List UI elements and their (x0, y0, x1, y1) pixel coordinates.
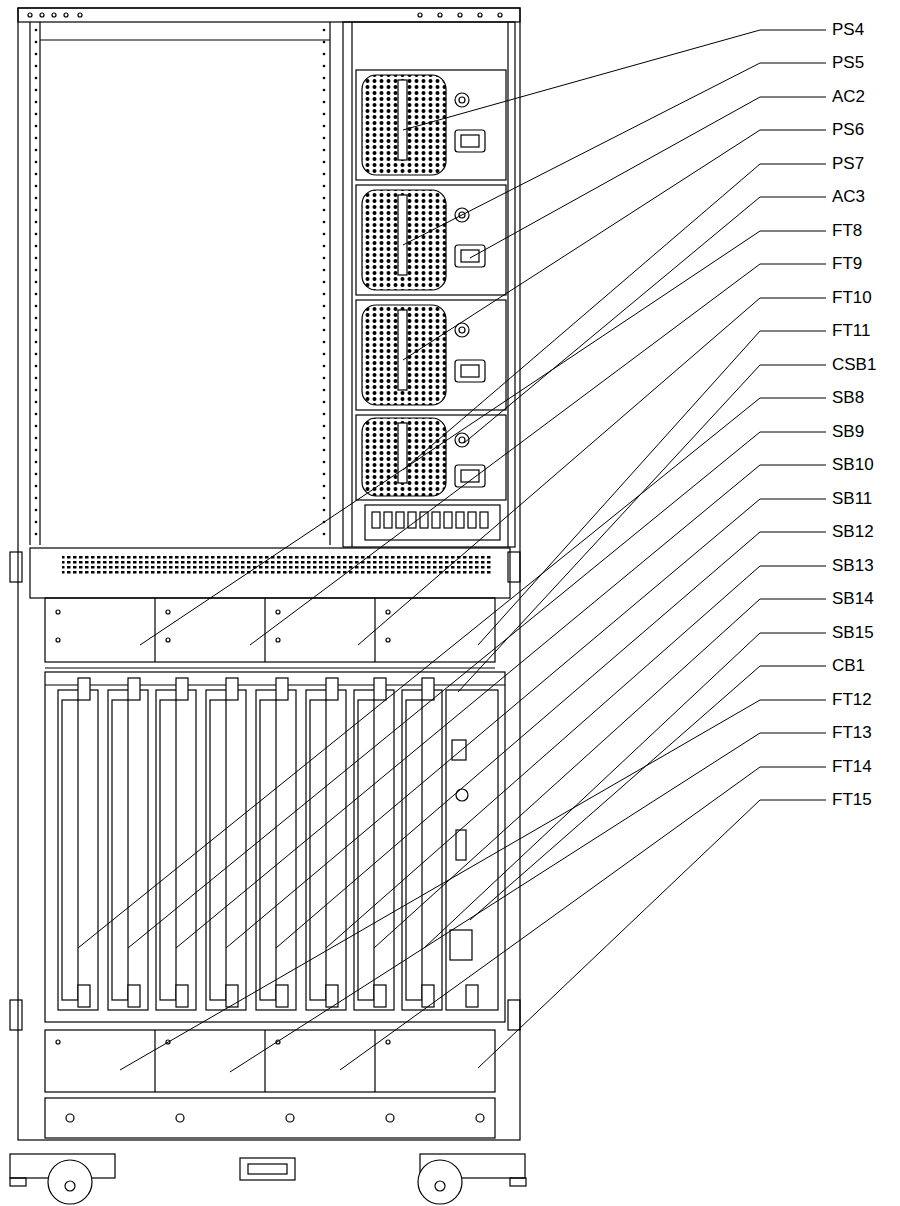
callout-label: SB15 (831, 622, 875, 644)
callout-label: SB12 (831, 521, 875, 543)
callout-label: SB8 (831, 387, 865, 409)
callout-label: SB14 (831, 588, 875, 610)
callout-label: SB10 (831, 454, 875, 476)
callout-label: PS5 (831, 52, 865, 74)
callout-label: PS4 (831, 19, 865, 41)
callout-label: FT12 (831, 689, 873, 711)
callout-label: SB13 (831, 555, 875, 577)
callout-label: SB11 (831, 488, 873, 510)
callout-label: FT9 (831, 253, 863, 275)
callout-label: FT13 (831, 722, 873, 744)
callout-label: CB1 (831, 655, 866, 677)
callout-label: AC3 (831, 186, 866, 208)
callout-label: PS6 (831, 119, 865, 141)
callout-label: AC2 (831, 86, 866, 108)
leader-lines (78, 30, 826, 1072)
callout-label: CSB1 (831, 354, 877, 376)
callout-label: FT14 (831, 756, 873, 778)
callout-label: SB9 (831, 421, 865, 443)
callout-label: PS7 (831, 153, 865, 175)
callout-label: FT15 (831, 789, 873, 811)
callout-label: FT10 (831, 287, 873, 309)
callout-label: FT8 (831, 220, 863, 242)
callout-label: FT11 (831, 320, 871, 342)
